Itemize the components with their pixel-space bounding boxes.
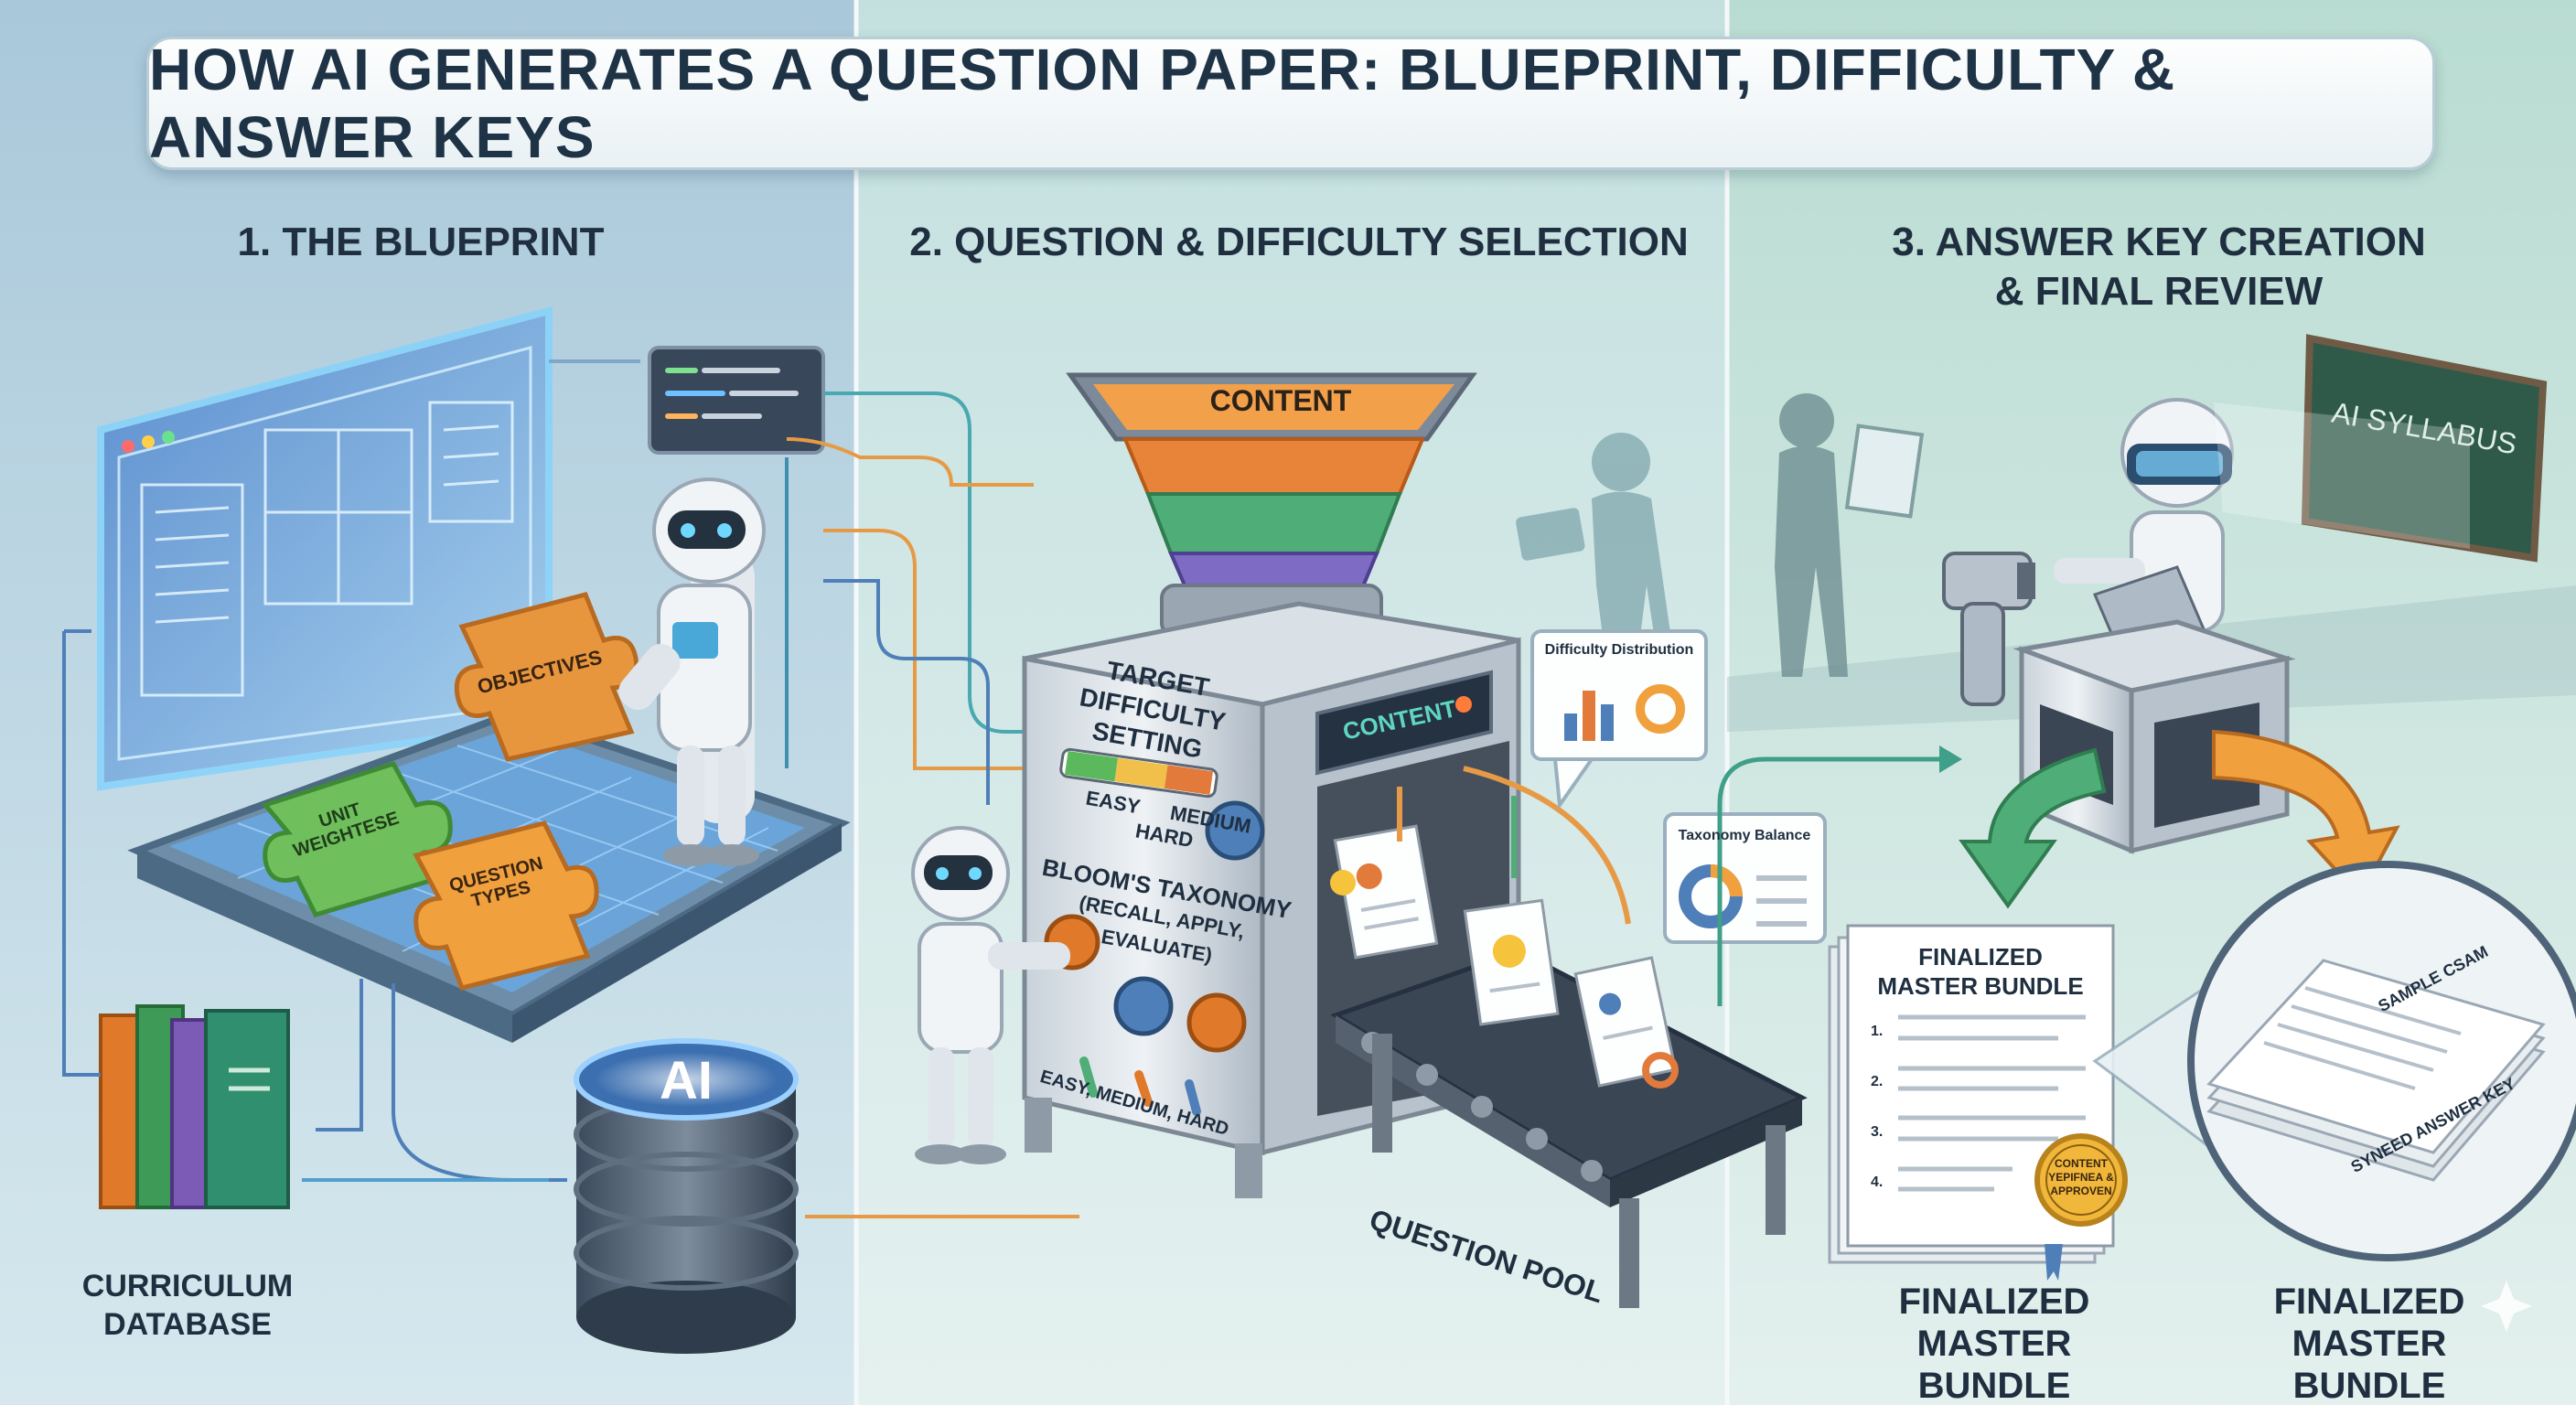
reviewer-silhouette <box>1516 433 1674 659</box>
blueprint-screen <box>97 306 553 791</box>
taxonomy-callout <box>1663 812 1827 944</box>
section-title-selection: 2. QUESTION & DIFFICULTY SELECTION <box>909 220 1689 264</box>
taxonomy-callout-title: Taxonomy Balance <box>1678 828 1811 843</box>
green-arrow <box>1959 747 2107 909</box>
seal-line2: YEPIFNEA & <box>2048 1171 2114 1184</box>
funnel-label: CONTENT <box>1209 384 1352 417</box>
difficulty-callout-title: Difficulty Distribution <box>1544 642 1694 658</box>
page-title-box: HOW AI GENERATES A QUESTION PAPER: BLUEP… <box>146 37 2435 170</box>
seal-line3: APPROVEN <box>2050 1185 2112 1197</box>
seal-line1: CONTENT <box>2055 1157 2108 1170</box>
robot-blueprint <box>618 477 766 866</box>
section-title-answer-key-line1: 3. ANSWER KEY CREATION <box>1892 220 2426 264</box>
printing-box <box>2012 619 2296 854</box>
conveyor-belt <box>1330 949 1808 1308</box>
doc-numbers: 1. 2. 3. 4. <box>1871 1006 1898 1207</box>
curriculum-books <box>99 1004 290 1209</box>
puzzle-question <box>413 820 599 991</box>
doc-number-3: 3. <box>1871 1124 1884 1140</box>
label-left-line1: FINALIZED <box>1898 1282 2090 1322</box>
label-master-bundle-right: FINALIZED MASTER BUNDLE <box>2214 1281 2525 1405</box>
database-label: CURRICULUM DATABASE <box>81 1269 294 1342</box>
label-right-line1: FINALIZED <box>2273 1282 2465 1322</box>
ai-database <box>574 1038 799 1354</box>
robot-selector <box>911 826 1070 1164</box>
doc-heading-line1: FINALIZED <box>1918 943 2043 971</box>
label-left-line2: MASTER BUNDLE <box>1916 1324 2072 1405</box>
puzzle-objectives <box>454 592 639 762</box>
ai-disk-label: AI <box>660 1051 713 1110</box>
doc-heading-line2: MASTER BUNDLE <box>1877 972 2084 1000</box>
teacher-silhouette <box>1775 393 1925 677</box>
section-title-answer-key: 3. ANSWER KEY CREATION & FINAL REVIEW <box>1811 218 2506 316</box>
answer-key-stack <box>2187 861 2576 1261</box>
sparkle-icon <box>2481 1281 2532 1332</box>
doc-number-2: 2. <box>1871 1074 1884 1089</box>
scanner <box>1942 552 2035 706</box>
approval-seal: CONTENT YEPIFNEA & APPROVEN <box>2040 1157 2122 1198</box>
code-window <box>648 346 825 455</box>
doc-heading: FINALIZED MASTER BUNDLE <box>1866 942 2095 1001</box>
master-bundle-document <box>1828 924 2128 1281</box>
section-title-blueprint: 1. THE BLUEPRINT <box>237 220 605 264</box>
chalkboard <box>2301 334 2548 563</box>
question-papers <box>1330 824 1679 1089</box>
doc-number-4: 4. <box>1871 1174 1884 1190</box>
label-master-bundle-left: FINALIZED MASTER BUNDLE <box>1839 1281 2150 1405</box>
teal-flow-arrow <box>1717 756 1939 1006</box>
connectors-blueprint <box>62 359 1079 1219</box>
difficulty-callout <box>1530 629 1708 810</box>
page-title: HOW AI GENERATES A QUESTION PAPER: BLUEP… <box>149 37 2176 170</box>
doc-number-1: 1. <box>1871 1024 1884 1039</box>
machine-flow-arrows <box>1397 766 1631 925</box>
section-title-answer-key-line2: & FINAL REVIEW <box>1994 269 2324 314</box>
label-right-line2: MASTER BUNDLE <box>2292 1324 2447 1405</box>
